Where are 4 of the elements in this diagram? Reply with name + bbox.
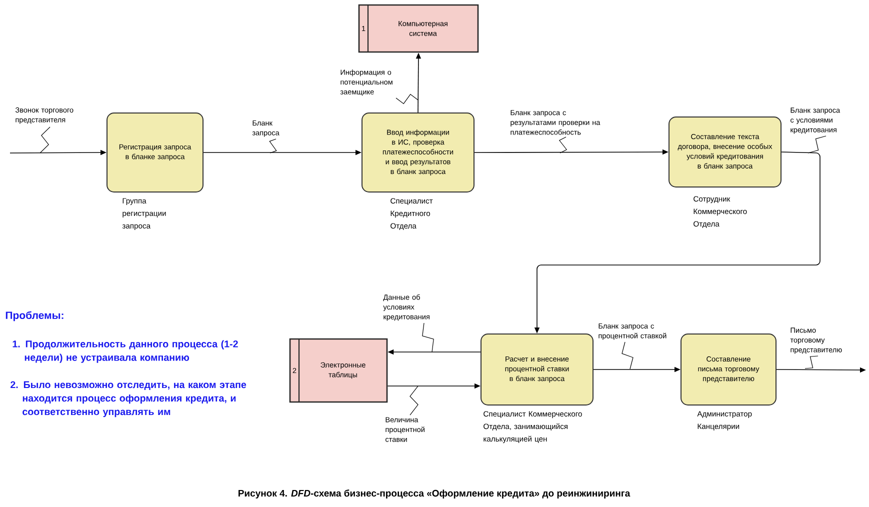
heading: Проблемы: <box>6 311 64 322</box>
caption: Рисунок 4. DFD-схема бизнес-процесса «Оформление кредита» до реинжиниринга <box>238 490 630 498</box>
problem-note: 1. Продолжительность данного процесса (1-2 недели) не устраивала компанию <box>12 340 238 363</box>
problem-note: 2. Было невозможно отследить, на каком этапе находится процесс оформления кредита, и соответственно управлять им <box>10 381 246 418</box>
